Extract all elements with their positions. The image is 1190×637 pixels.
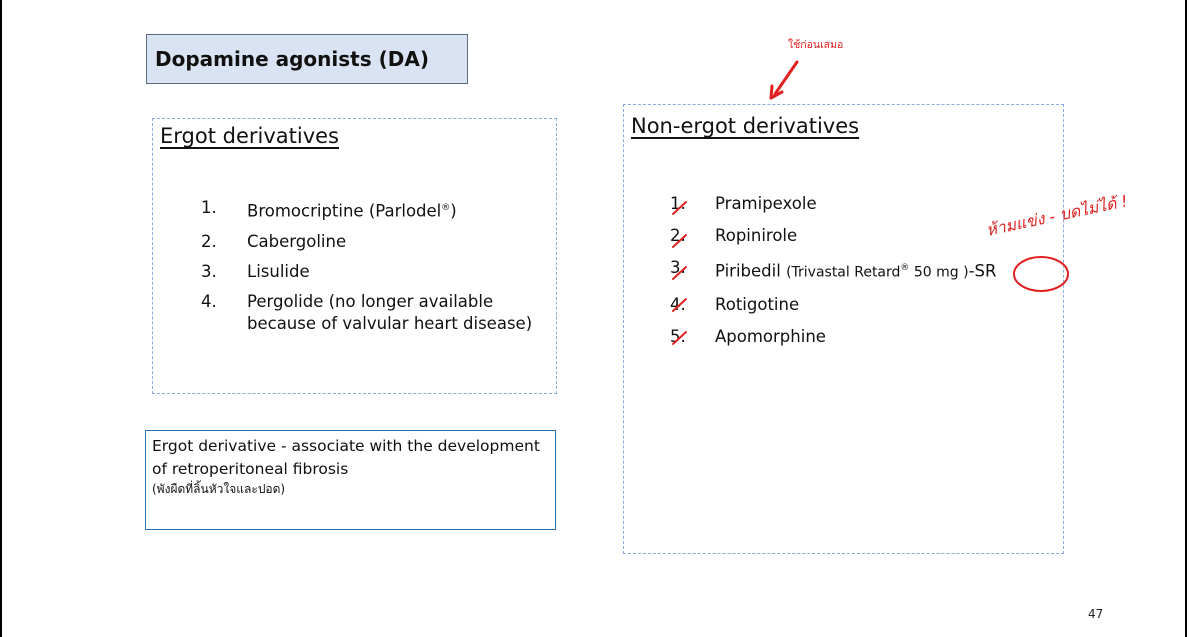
nonergot-heading: Non-ergot derivatives — [631, 114, 860, 138]
list-item: 5. Apomorphine — [670, 326, 1060, 348]
list-number: 4. — [670, 294, 686, 314]
list-text: Apomorphine — [715, 326, 826, 346]
list-text: Ropinirole — [715, 226, 798, 245]
list-number: 1. — [201, 198, 217, 217]
list-item: 4. Rotigotine — [670, 294, 1060, 316]
list-number: 2. — [201, 231, 217, 251]
list-text: Piribedil — [715, 261, 787, 281]
list-item: 3. Piribedil (Trivastal Retard® 50 mg )-… — [670, 257, 1060, 284]
nonergot-box — [623, 104, 1064, 554]
list-number: 1. — [670, 194, 686, 213]
handwritten-note-top: ใช้ก่อนเสมอ — [788, 39, 844, 51]
check-mark — [672, 234, 687, 248]
arrow-shaft — [773, 60, 799, 96]
list-text-end: ) — [450, 201, 457, 221]
list-text: Bromocriptine (Parlodel — [247, 201, 442, 221]
slide-left-border — [0, 0, 2, 637]
nonergot-list: 1. Pramipexole 2. Ropinirole 3. Piribedi… — [670, 193, 1060, 358]
list-item: 2. Cabergoline — [201, 231, 546, 253]
ergot-box — [152, 118, 557, 394]
list-number: 3. — [201, 261, 217, 281]
registered-mark: ® — [900, 263, 910, 273]
note-thai-text: (พังผืดที่ลิ้นหัวใจและปอด) — [152, 482, 286, 496]
list-text: Pergolide (no longer available because o… — [247, 291, 533, 333]
list-text: Cabergoline — [247, 231, 347, 251]
check-mark — [672, 298, 687, 312]
list-text-end: -SR — [968, 261, 997, 281]
list-text-dose: 50 mg ) — [909, 264, 969, 281]
check-mark — [672, 331, 687, 345]
arrow-head — [769, 84, 784, 100]
list-text: Rotigotine — [715, 294, 800, 314]
ergot-heading: Ergot derivatives — [160, 124, 339, 148]
list-number: 4. — [201, 291, 217, 311]
list-item: 4. Pergolide (no longer available becaus… — [201, 291, 546, 335]
ergot-note-box: Ergot derivative - associate with the de… — [145, 430, 556, 530]
list-text: Lisulide — [247, 261, 310, 281]
list-item: 1. Pramipexole — [670, 193, 1060, 215]
registered-mark: ® — [441, 203, 451, 213]
list-item: 1. Bromocriptine (Parlodel®) — [201, 197, 546, 223]
slide-right-border — [1185, 0, 1187, 637]
list-number: 5. — [670, 326, 686, 346]
list-text-brand: (Trivastal Retard — [786, 264, 901, 281]
slide-title: Dopamine agonists (DA) — [155, 47, 429, 71]
list-text: Pramipexole — [715, 194, 817, 213]
circle-mark — [1013, 256, 1069, 292]
list-number: 2. — [670, 226, 686, 245]
list-item: 3. Lisulide — [201, 261, 546, 283]
check-mark — [672, 266, 687, 280]
list-number: 3. — [670, 258, 686, 277]
title-box: Dopamine agonists (DA) — [146, 34, 468, 84]
page-number: 47 — [1088, 607, 1104, 621]
list-item: 2. Ropinirole — [670, 225, 1060, 247]
check-mark — [672, 201, 687, 215]
note-text: Ergot derivative - associate with the de… — [152, 437, 540, 478]
ergot-list: 1. Bromocriptine (Parlodel®) 2. Cabergol… — [201, 197, 546, 343]
